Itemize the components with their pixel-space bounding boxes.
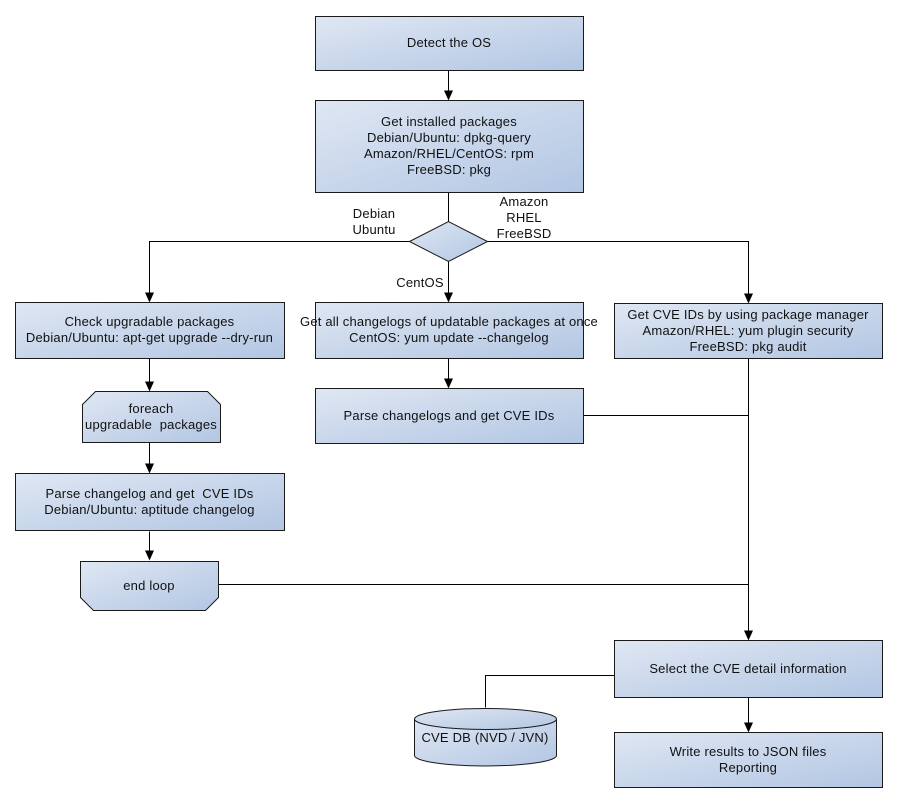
get-cve-ids-pkg-mgr-shape xyxy=(614,303,883,359)
arrowhead-into-getcve xyxy=(744,293,753,304)
arrowhead-into-endloop xyxy=(145,550,154,561)
arrowhead-into-installed xyxy=(444,90,453,101)
get-installed-packages-shape xyxy=(315,100,584,193)
end-loop-shape xyxy=(80,561,219,611)
arrowhead-into-parsemid xyxy=(444,378,453,389)
arrowhead-into-changelogs xyxy=(444,292,453,303)
edge-decision-to-check xyxy=(149,241,410,294)
arrowhead-into-check xyxy=(145,292,154,303)
edge-decision-to-getcve xyxy=(487,241,749,295)
arrowhead-into-parse-left xyxy=(145,463,154,474)
foreach-loop-shape xyxy=(82,391,221,443)
write-results-shape xyxy=(614,732,883,788)
arrowhead-into-write xyxy=(744,722,753,733)
os-decision-diamond xyxy=(408,220,489,263)
get-all-changelogs-shape xyxy=(315,302,584,359)
connector-edges xyxy=(149,70,749,724)
check-upgradable-shape xyxy=(15,302,285,359)
cve-db-cylinder-body xyxy=(414,719,557,767)
arrowhead-into-select xyxy=(744,630,753,641)
parse-changelog-deb-shape xyxy=(15,473,285,531)
arrowheads xyxy=(145,90,753,733)
node-shapes xyxy=(15,16,883,788)
cve-db-cylinder-top xyxy=(414,708,557,730)
detect-os-shape xyxy=(315,16,584,71)
edge-cvedb-to-select xyxy=(485,675,615,708)
arrowhead-into-foreach xyxy=(145,381,154,392)
select-cve-detail-shape xyxy=(614,640,883,698)
parse-changelogs-centos-shape xyxy=(315,388,584,444)
